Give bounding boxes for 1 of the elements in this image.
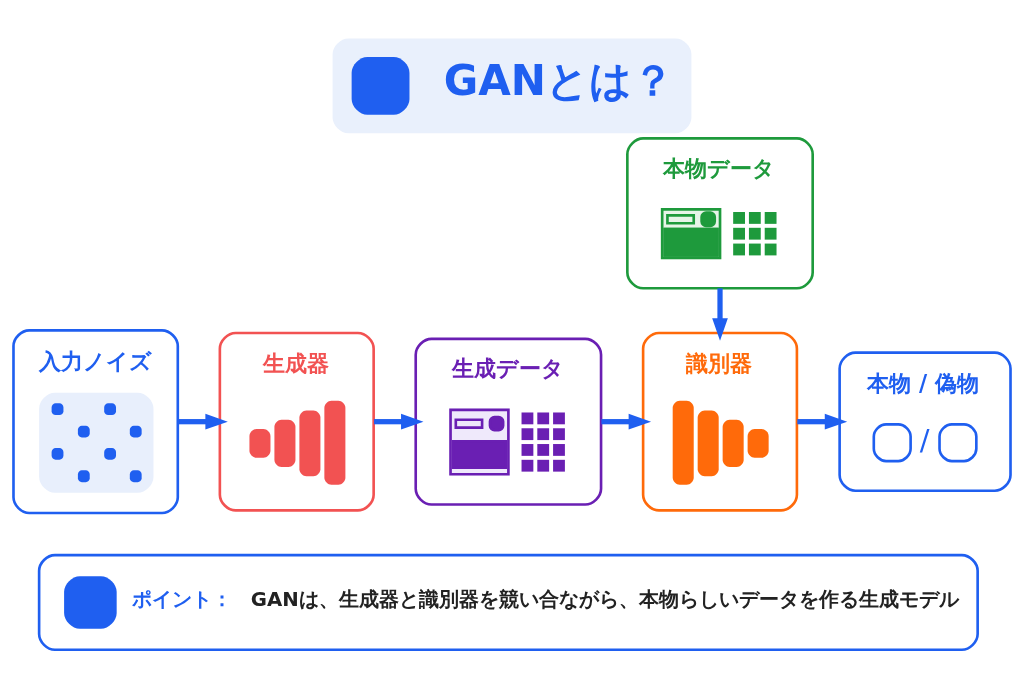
diagram-title: GANとは？ — [443, 56, 674, 106]
